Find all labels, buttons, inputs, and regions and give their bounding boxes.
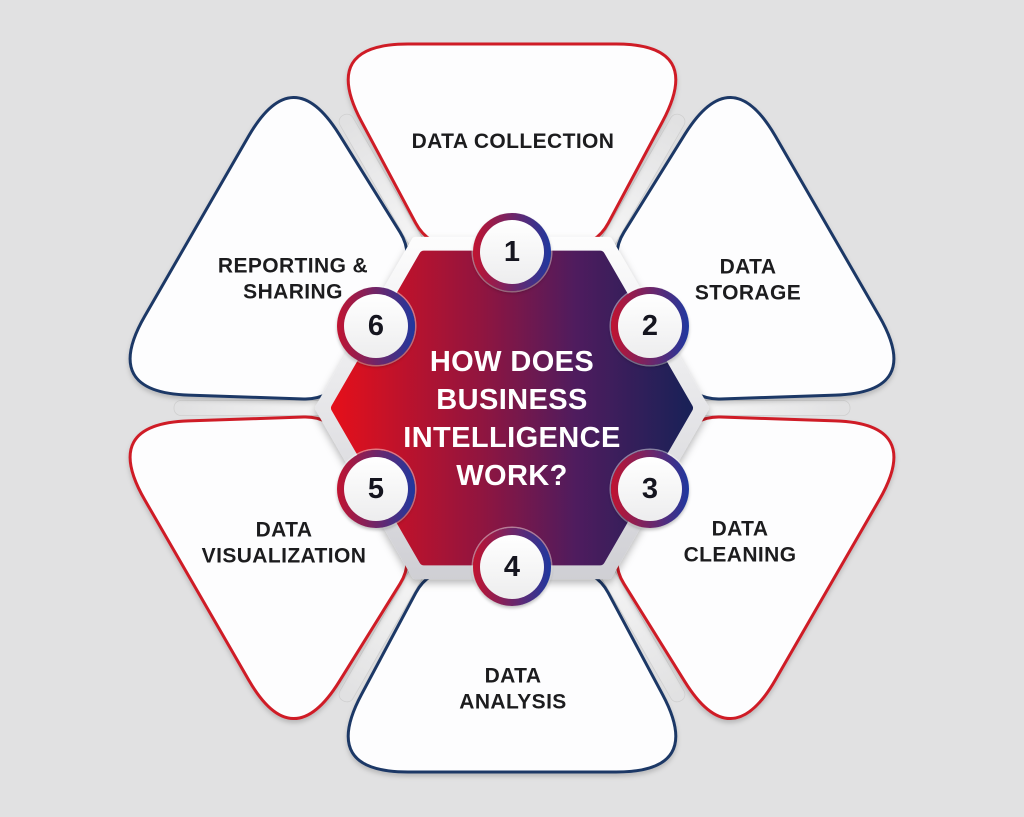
petal-label-data-cleaning: DATA CLEANING <box>683 517 797 567</box>
petal-label-reporting-sharing: REPORTING & SHARING <box>217 254 369 304</box>
step-circle-3: 3 <box>611 450 689 528</box>
hexagon-core <box>331 250 693 566</box>
step-circle-4: 4 <box>473 528 551 606</box>
petal-label-data-collection: DATA COLLECTION <box>411 129 615 153</box>
step-number: 6 <box>367 309 385 342</box>
petal-label-data-visualization: DATA VISUALIZATION <box>201 518 367 568</box>
step-circle-6: 6 <box>337 287 415 365</box>
step-circle-2: 2 <box>611 287 689 365</box>
step-circle-1: 1 <box>473 213 551 291</box>
step-number: 1 <box>503 235 521 268</box>
step-number: 3 <box>641 472 659 505</box>
step-circle-5: 5 <box>337 450 415 528</box>
diagram-title: HOW DOES BUSINESS INTELLIGENCE WORK? <box>403 346 621 492</box>
step-number: 4 <box>503 550 521 583</box>
step-number: 2 <box>641 309 659 342</box>
petal-label-data-storage: DATA STORAGE <box>694 255 802 305</box>
petal-label-data-analysis: DATA ANALYSIS <box>459 664 567 714</box>
step-number: 5 <box>367 472 385 505</box>
